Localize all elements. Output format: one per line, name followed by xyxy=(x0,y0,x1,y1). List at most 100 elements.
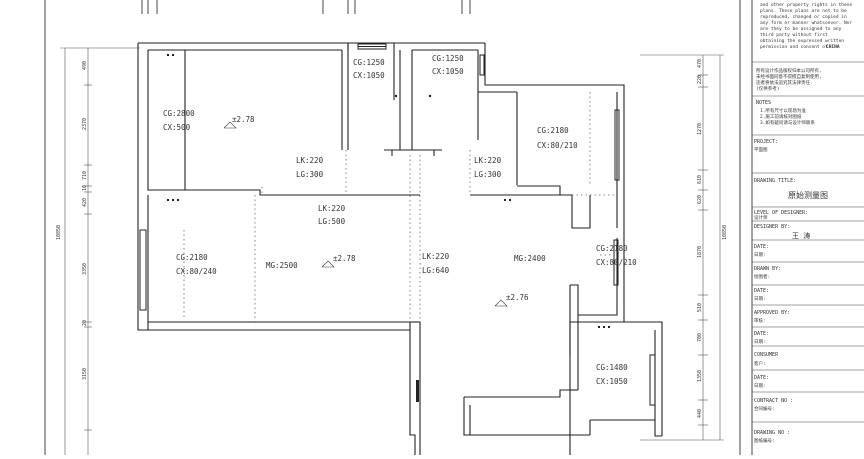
room-mg-label: MG:2400 xyxy=(514,254,546,263)
project-value: 平面图 xyxy=(754,147,768,153)
opening-lg-label: LG:300 xyxy=(474,170,502,179)
room-cg-label: CG:2180 xyxy=(596,244,628,253)
date-value: 日期: xyxy=(754,383,766,389)
title-block-notes: and other property rights in these plans… xyxy=(756,2,852,126)
level-marker-icon xyxy=(223,121,237,129)
left-dimension-segment: 490 xyxy=(82,61,88,70)
level-label: ±2.78 xyxy=(333,254,356,263)
project-label: PROJECT: xyxy=(754,139,778,145)
left-dimension-segment: 3150 xyxy=(82,368,88,380)
opening-lk-label: LK:220 xyxy=(318,204,346,213)
room-annotations: CG:2800 CX:500 ±2.78 CG:1250 CX:1050 CG:… xyxy=(163,54,637,386)
drawn-by-value: 绘图者: xyxy=(754,273,770,280)
right-dimension-segment: 700 xyxy=(697,333,703,342)
left-dimension-segment: 10 xyxy=(82,185,88,191)
opening-lk-label: LK:220 xyxy=(474,156,502,165)
left-dimension-segment: 2370 xyxy=(82,118,88,130)
notes-item: 1.所有尺寸以现场为准 xyxy=(760,107,806,114)
opening-lg-label: LG:640 xyxy=(422,266,450,275)
title-block xyxy=(752,61,864,423)
level-marker-icon xyxy=(321,260,335,268)
room-cx-label: CX:1050 xyxy=(596,377,628,386)
room-cg-label: CG:2800 xyxy=(163,109,195,118)
left-dimension-segment: 3350 xyxy=(82,263,88,275)
opening-lk-label: LK:220 xyxy=(296,156,324,165)
room-cx-label: CX:1050 xyxy=(353,71,385,80)
level-of-designer-label: LEVEL OF DESIGNER: xyxy=(754,210,808,216)
consumer-value: 客户: xyxy=(754,360,766,367)
right-dimension-segment: 620 xyxy=(697,195,703,204)
room-cx-label: CX:1050 xyxy=(432,67,464,76)
top-column-marks xyxy=(141,0,471,14)
room-cg-label: CG:1480 xyxy=(596,363,628,372)
right-dimension-segment: 1870 xyxy=(697,246,703,258)
right-dimension-segment: 440 xyxy=(697,409,703,418)
consumer-label: CONSUMER xyxy=(754,352,779,358)
date-label: DATE: xyxy=(754,244,769,250)
approved-by-value: 审核: xyxy=(754,317,766,324)
date-label: DATE: xyxy=(754,375,769,381)
right-dimension-segment: 470 xyxy=(697,59,703,68)
room-cx-label: CX:500 xyxy=(163,123,191,132)
room-cg-label: CG:2180 xyxy=(176,253,208,262)
opening-lk-label: LK:220 xyxy=(422,252,450,261)
drawing-title-value: 原始测量图 xyxy=(788,190,828,200)
room-cx-label: CX:80/210 xyxy=(537,141,578,150)
designer-value: 王 涛 xyxy=(792,231,810,240)
notes-item: 3.如有疑问请与设计师联系 xyxy=(760,119,815,126)
approved-by-label: APPROVED BY: xyxy=(754,310,790,316)
notes-line: and other property rights in these xyxy=(760,2,852,8)
drawn-by-label: DRAWN BY: xyxy=(754,266,781,272)
date-label: DATE: xyxy=(754,288,769,294)
notes-line: obtaining the expressed written xyxy=(760,38,844,44)
left-dimension-segment: 710 xyxy=(82,171,88,180)
notes-label: NOTES xyxy=(756,100,771,106)
contract-no-value: 合同编号: xyxy=(754,405,775,412)
right-dimension-segment: 610 xyxy=(697,175,703,184)
opening-lg-label: LG:500 xyxy=(318,217,346,226)
right-total-dimension: 10850 xyxy=(722,225,728,240)
dashed-openings xyxy=(183,92,617,322)
right-dimension-segment: 1270 xyxy=(697,123,703,135)
level-label: ±2.76 xyxy=(506,293,529,302)
right-dimension-chain xyxy=(640,54,724,441)
notes-line: third party without first xyxy=(760,32,828,38)
notes-cn-line: (仅供参考) xyxy=(756,85,779,92)
level-of-designer-value: 设计师 xyxy=(754,214,768,221)
drawing-title-label: DRAWING TITLE: xyxy=(754,178,796,184)
date-value: 日期: xyxy=(754,296,766,302)
notes-line: reproduced, changed or copied in xyxy=(760,14,847,20)
right-dimension-segment: 510 xyxy=(697,303,703,312)
notes-brand: CHINA xyxy=(826,44,840,50)
opening-lg-label: LG:300 xyxy=(296,170,324,179)
date-label: DATE: xyxy=(754,331,769,337)
windows xyxy=(139,43,656,406)
title-block-fields: PROJECT: 平面图 DRAWING TITLE: 原始测量图 LEVEL … xyxy=(754,139,828,444)
room-mg-label: MG:2500 xyxy=(266,261,298,270)
notes-cn-line: 未经书面同意不得擅自复制使用, xyxy=(756,73,822,80)
room-cx-label: CX:80/240 xyxy=(176,267,217,276)
notes-cn-line: 所有设计作品版权归本公司所有, xyxy=(756,67,822,74)
room-cg-label: CG:1250 xyxy=(432,54,464,63)
left-dimension-segment: 420 xyxy=(82,198,88,207)
notes-line: any form or manner whatsoever. Nor xyxy=(760,20,852,26)
sheet-border xyxy=(44,0,753,455)
notes-cn-line: 违者将依法追究其法律责任. xyxy=(756,79,813,86)
left-dimension-segment: 20 xyxy=(82,320,88,326)
date-value: 日期: xyxy=(754,339,766,345)
date-value: 日期: xyxy=(754,252,766,258)
notes-line: are they to be assigned to any xyxy=(760,26,842,32)
notes-line: permission and consent of xyxy=(760,44,828,50)
notes-item: 2.施工前请核对图纸 xyxy=(760,113,802,120)
drawing-no-value: 图纸编号: xyxy=(754,437,775,444)
contract-no-label: CONTRACT NO : xyxy=(754,398,793,404)
left-total-dimension: 10850 xyxy=(56,225,62,240)
walls xyxy=(137,42,663,455)
level-label: ±2.78 xyxy=(232,115,255,124)
door-marks xyxy=(167,54,610,402)
room-cg-label: CG:1250 xyxy=(353,58,385,67)
left-dimension-chain xyxy=(60,47,140,455)
drawing-no-label: DRAWING NO : xyxy=(754,430,790,436)
